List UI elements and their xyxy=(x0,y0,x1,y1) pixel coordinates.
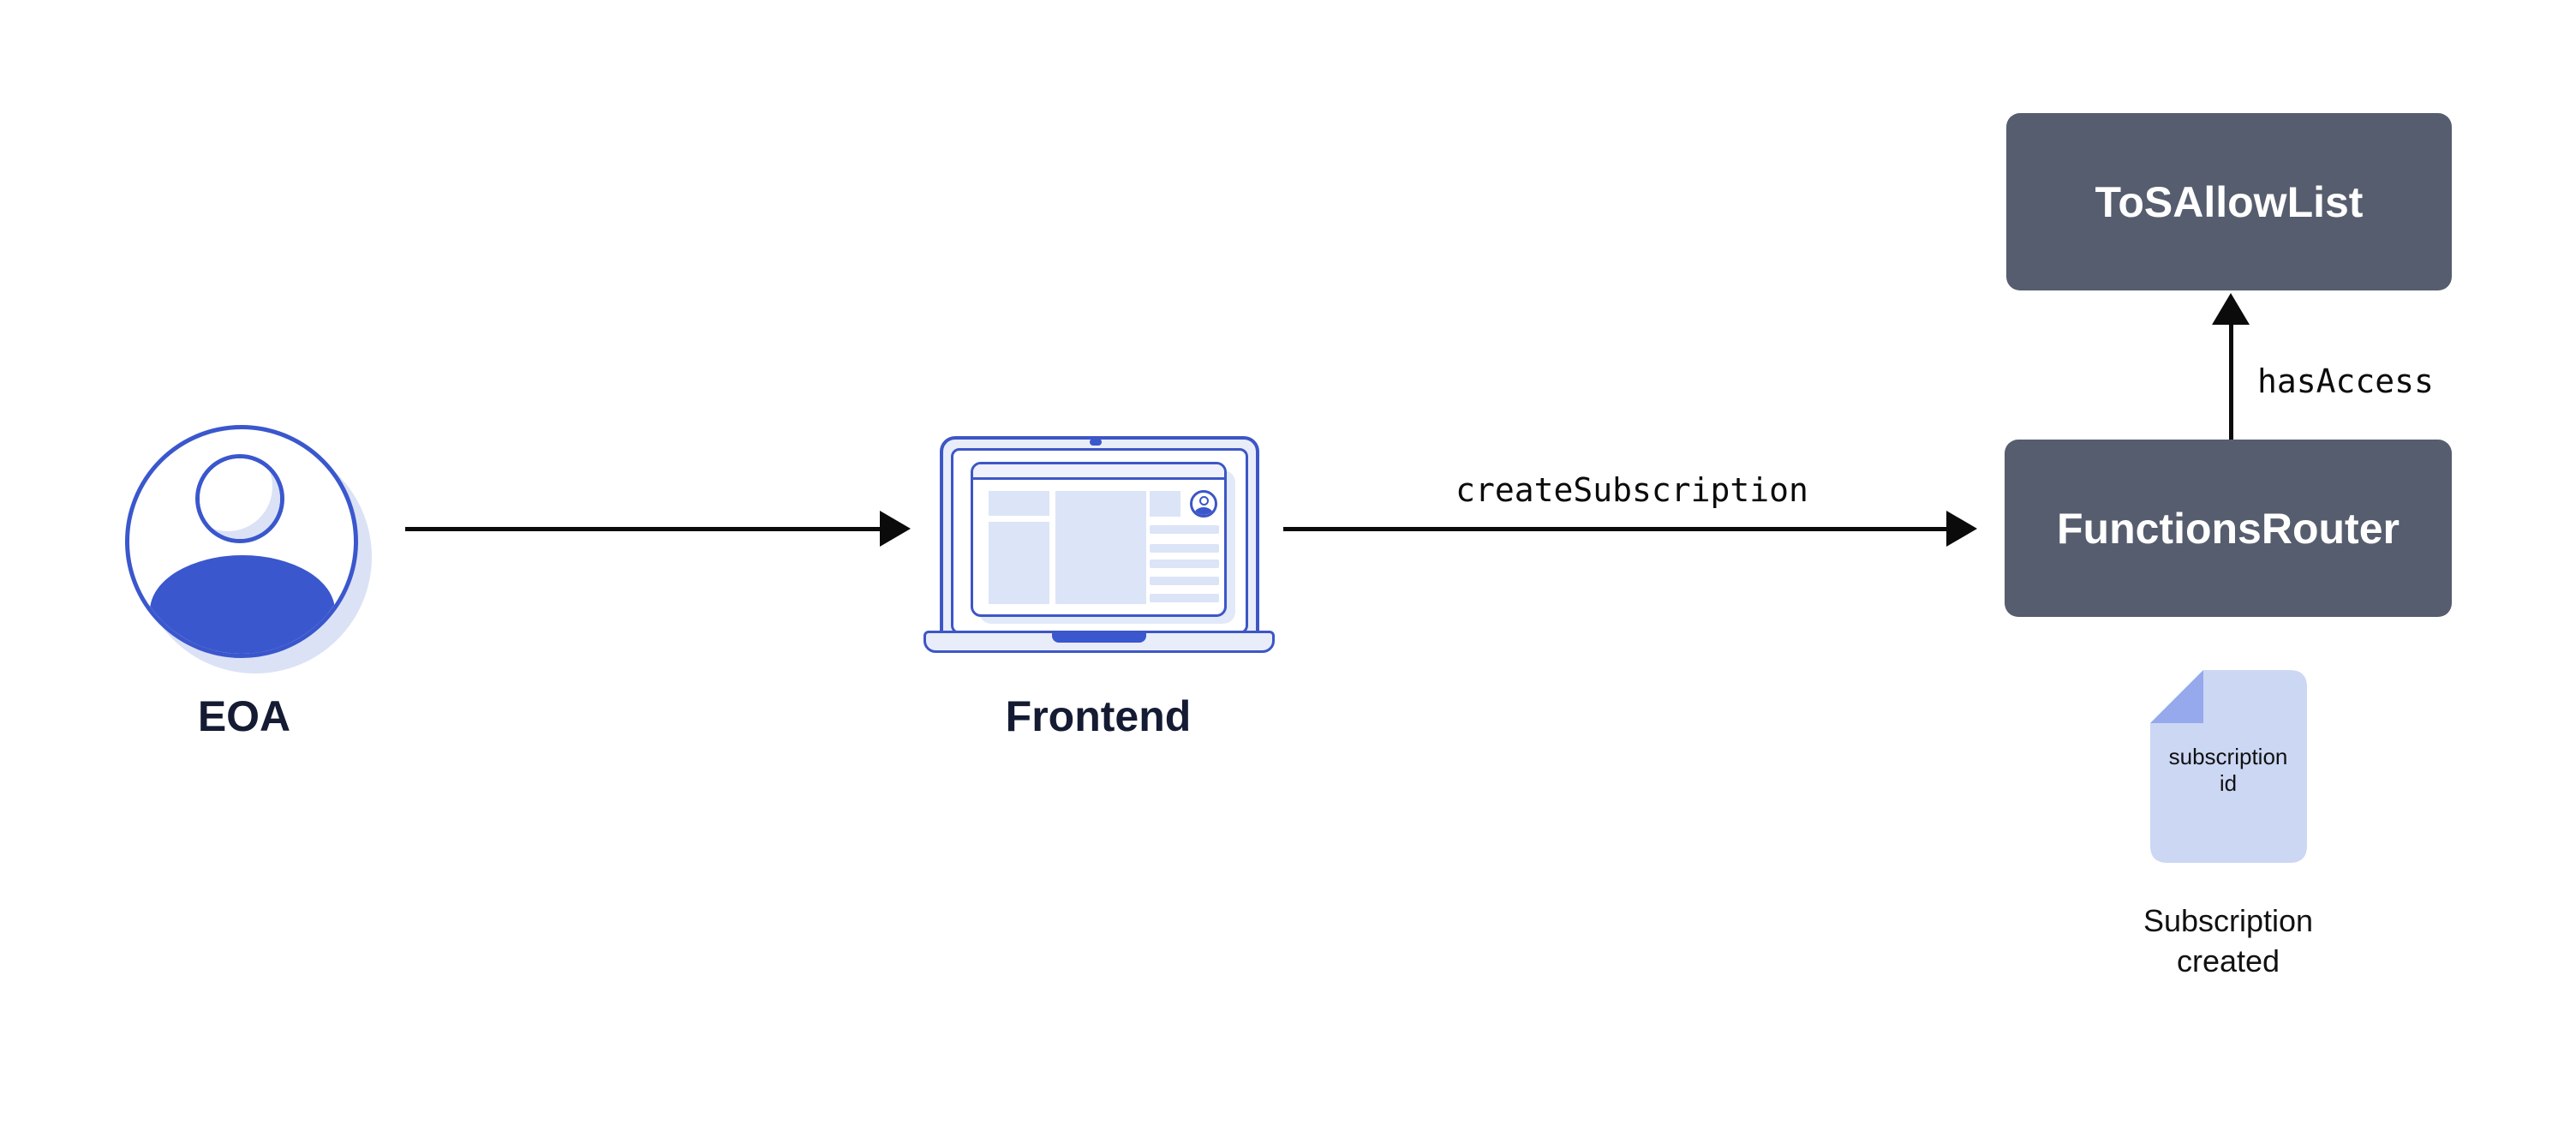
node-functions-router: FunctionsRouter xyxy=(2005,440,2452,617)
document-text: subscription id xyxy=(2169,744,2288,797)
document-fold-corner xyxy=(2150,670,2203,723)
browser-user-avatar-head xyxy=(1199,496,1209,506)
edge-label-create-subscription: createSubscription xyxy=(1455,471,1808,509)
eoa-label: EOA xyxy=(197,692,291,740)
browser-user-avatar-icon xyxy=(1190,490,1217,518)
document-text-line1: subscription xyxy=(2168,744,2288,769)
arrow-router-to-allowlist-head xyxy=(2212,293,2250,325)
node-tos-allow-list: ToSAllowList xyxy=(2006,113,2452,290)
browser-content-block xyxy=(989,491,1049,516)
eoa-avatar-body xyxy=(150,555,335,654)
document-text-line2: id xyxy=(2219,770,2238,796)
subscription-created-caption: Subscription created xyxy=(2143,901,2313,981)
browser-content-block xyxy=(1055,491,1146,604)
edge-label-has-access: hasAccess xyxy=(2257,362,2434,400)
arrow-eoa-to-frontend-line xyxy=(405,527,882,531)
eoa-avatar-head xyxy=(195,454,284,543)
tos-allow-list-label: ToSAllowList xyxy=(2095,177,2364,226)
arrow-frontend-to-router-head xyxy=(1946,511,1977,547)
laptop-camera-icon xyxy=(1090,439,1102,446)
browser-content-block xyxy=(989,522,1049,604)
caption-line2: created xyxy=(2176,943,2280,978)
arrow-router-to-allowlist-line xyxy=(2229,323,2233,440)
eoa-avatar-icon xyxy=(125,425,358,658)
functions-router-label: FunctionsRouter xyxy=(2057,504,2400,553)
browser-header-bar xyxy=(973,464,1224,480)
subscription-document-icon xyxy=(2150,670,2307,863)
browser-text-line xyxy=(1150,560,1219,568)
browser-text-line xyxy=(1150,594,1219,602)
arrow-eoa-to-frontend-head xyxy=(880,511,911,547)
laptop-base-notch xyxy=(1052,633,1146,643)
browser-user-avatar-body xyxy=(1194,507,1213,515)
browser-text-line xyxy=(1150,577,1219,585)
arrow-frontend-to-router-line xyxy=(1283,527,1948,531)
caption-line1: Subscription xyxy=(2143,903,2314,938)
browser-window xyxy=(971,462,1227,617)
frontend-label: Frontend xyxy=(1005,692,1192,740)
browser-text-line xyxy=(1150,544,1219,553)
browser-text-line xyxy=(1150,525,1219,534)
browser-content-block xyxy=(1150,491,1180,517)
